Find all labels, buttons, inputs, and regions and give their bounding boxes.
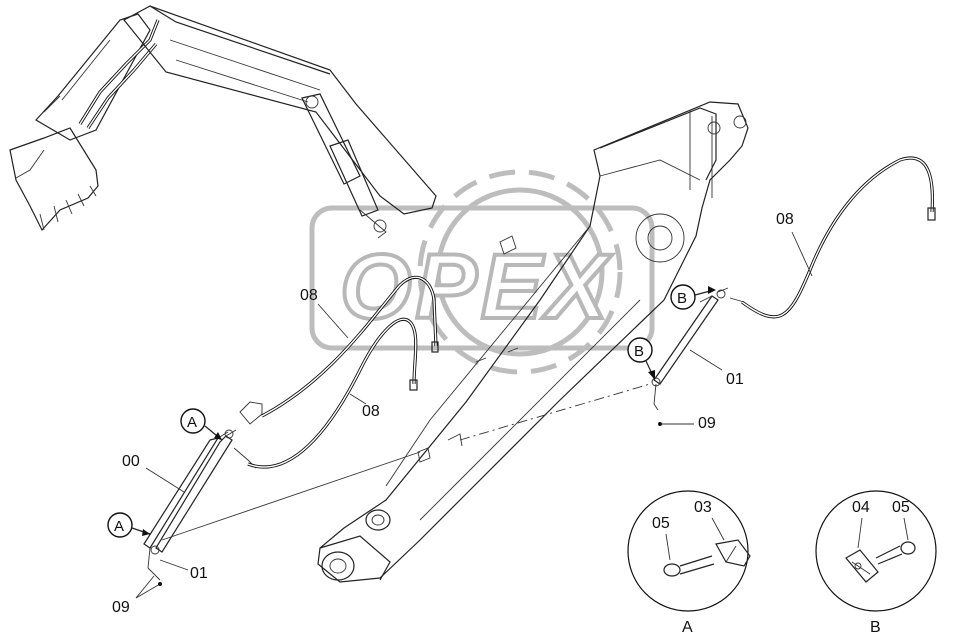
watermark-logo: OPEX — [309, 169, 655, 375]
svg-text:09: 09 — [112, 599, 130, 616]
right-cylinder-assembly — [651, 287, 729, 411]
detail-b-label-04: 04 — [852, 499, 870, 516]
detail-b: 04 05 B — [815, 490, 937, 636]
svg-text:08: 08 — [776, 211, 794, 228]
detail-a-label-03: 03 — [694, 499, 712, 516]
label-09-left: 09 — [112, 575, 162, 616]
label-08-right: 08 — [776, 211, 813, 277]
svg-text:08: 08 — [362, 403, 380, 420]
hose-08-right — [729, 156, 936, 319]
main-boom — [317, 101, 749, 583]
label-08-left-top: 08 — [300, 287, 349, 339]
label-09-right: 09 — [658, 415, 716, 432]
detail-a-label-05: 05 — [652, 515, 670, 532]
callout-a-upper: A — [180, 408, 223, 441]
svg-text:A: A — [114, 518, 124, 535]
svg-text:01: 01 — [726, 371, 744, 388]
leader-line-left — [161, 451, 421, 541]
svg-text:01: 01 — [190, 565, 208, 582]
callout-b-upper: B — [670, 284, 716, 310]
label-08-left-bottom: 08 — [349, 393, 380, 420]
svg-text:00: 00 — [122, 453, 140, 470]
svg-text:08: 08 — [300, 287, 318, 304]
svg-text:A: A — [187, 414, 197, 431]
svg-text:09: 09 — [698, 415, 716, 432]
svg-text:B: B — [634, 343, 644, 360]
callout-a-lower: A — [107, 512, 151, 538]
leader-line-mid — [459, 383, 651, 441]
excavator-overview — [9, 5, 437, 239]
label-01-left: 01 — [159, 559, 208, 582]
detail-a-caption: A — [682, 619, 693, 636]
watermark-text: OPEX — [340, 236, 612, 338]
detail-b-caption: B — [870, 619, 881, 636]
svg-text:B: B — [677, 290, 687, 307]
detail-a: 05 03 A — [627, 490, 751, 636]
callout-b-lower: B — [627, 337, 655, 380]
detail-b-label-05: 05 — [892, 499, 910, 516]
label-00: 00 — [122, 453, 185, 493]
hose-08-left — [247, 275, 439, 469]
label-01-right: 01 — [689, 349, 744, 388]
